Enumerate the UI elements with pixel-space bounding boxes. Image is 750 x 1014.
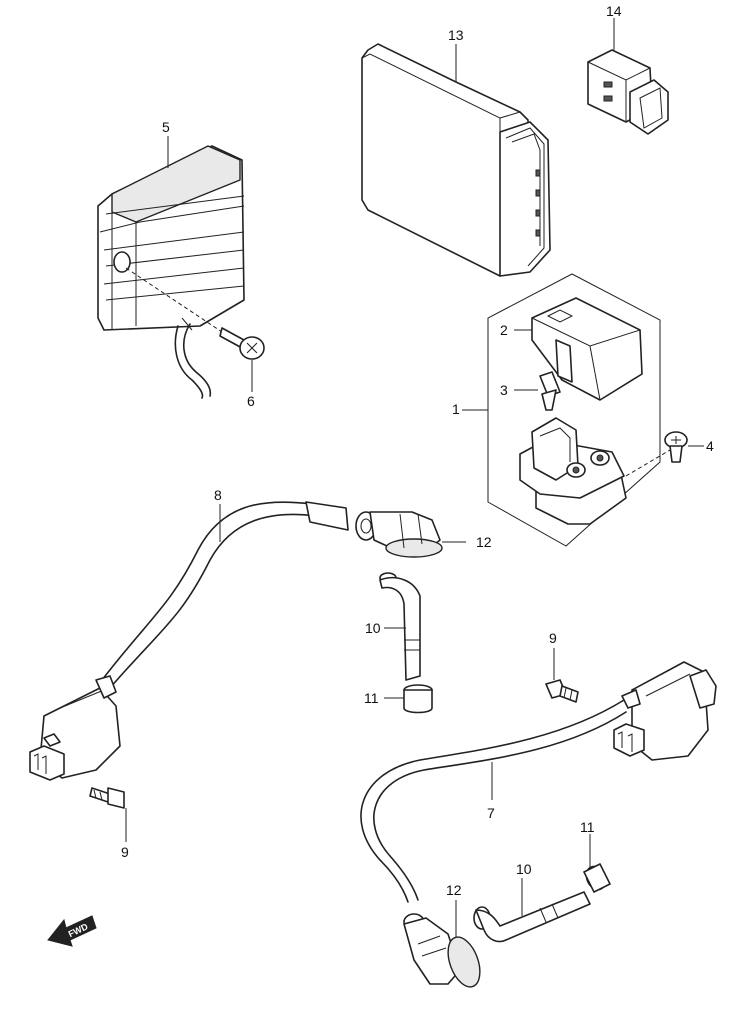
- callout-5: 5: [162, 119, 170, 135]
- callout-12-lower: 12: [446, 882, 462, 898]
- callout-1: 1: [452, 401, 460, 417]
- part-10-extension-lower: [473, 891, 591, 943]
- part-1-starter-relay: [519, 417, 627, 525]
- mount-line-4: [625, 449, 671, 477]
- part-9-bolt-left: [89, 787, 125, 809]
- part-11-cap-upper: [403, 684, 433, 714]
- callout-10-upper: 10: [365, 620, 381, 636]
- part-9-bolt-right: [545, 679, 579, 703]
- callout-10-lower: 10: [516, 861, 532, 877]
- part-5-regulator: [97, 145, 245, 399]
- part-4-bolt: [664, 431, 688, 463]
- callout-8: 8: [214, 487, 222, 503]
- callout-7: 7: [487, 805, 495, 821]
- part-14-relay: [587, 49, 669, 135]
- callout-11-upper: 11: [364, 690, 379, 706]
- part-12-plug-cap-upper: [355, 511, 443, 558]
- part-1-group-outline: [487, 273, 661, 547]
- part-10-extension-upper: [379, 572, 421, 681]
- mount-line-6: [125, 267, 223, 333]
- callout-4: 4: [706, 438, 714, 454]
- part-3-fuse: [539, 371, 561, 411]
- callout-2: 2: [500, 322, 508, 338]
- fwd-arrow-icon: FWD: [47, 915, 97, 947]
- callout-13: 13: [448, 27, 464, 43]
- callout-9-left: 9: [121, 844, 129, 860]
- part-11-cap-lower: [583, 863, 611, 893]
- callout-12-upper: 12: [476, 534, 492, 550]
- part-13-ecu: [361, 43, 551, 277]
- callout-11-lower: 11: [580, 819, 595, 835]
- callout-9-right: 9: [549, 630, 557, 646]
- part-12-plug-cap-lower: [403, 913, 481, 988]
- part-6-bolt: [219, 327, 265, 360]
- callout-3: 3: [500, 382, 508, 398]
- callout-6: 6: [247, 393, 255, 409]
- part-2-cover: [531, 297, 643, 401]
- part-7-ignition-coil: [360, 661, 717, 903]
- part-8-ignition-coil: [29, 501, 349, 781]
- callout-14: 14: [606, 3, 622, 19]
